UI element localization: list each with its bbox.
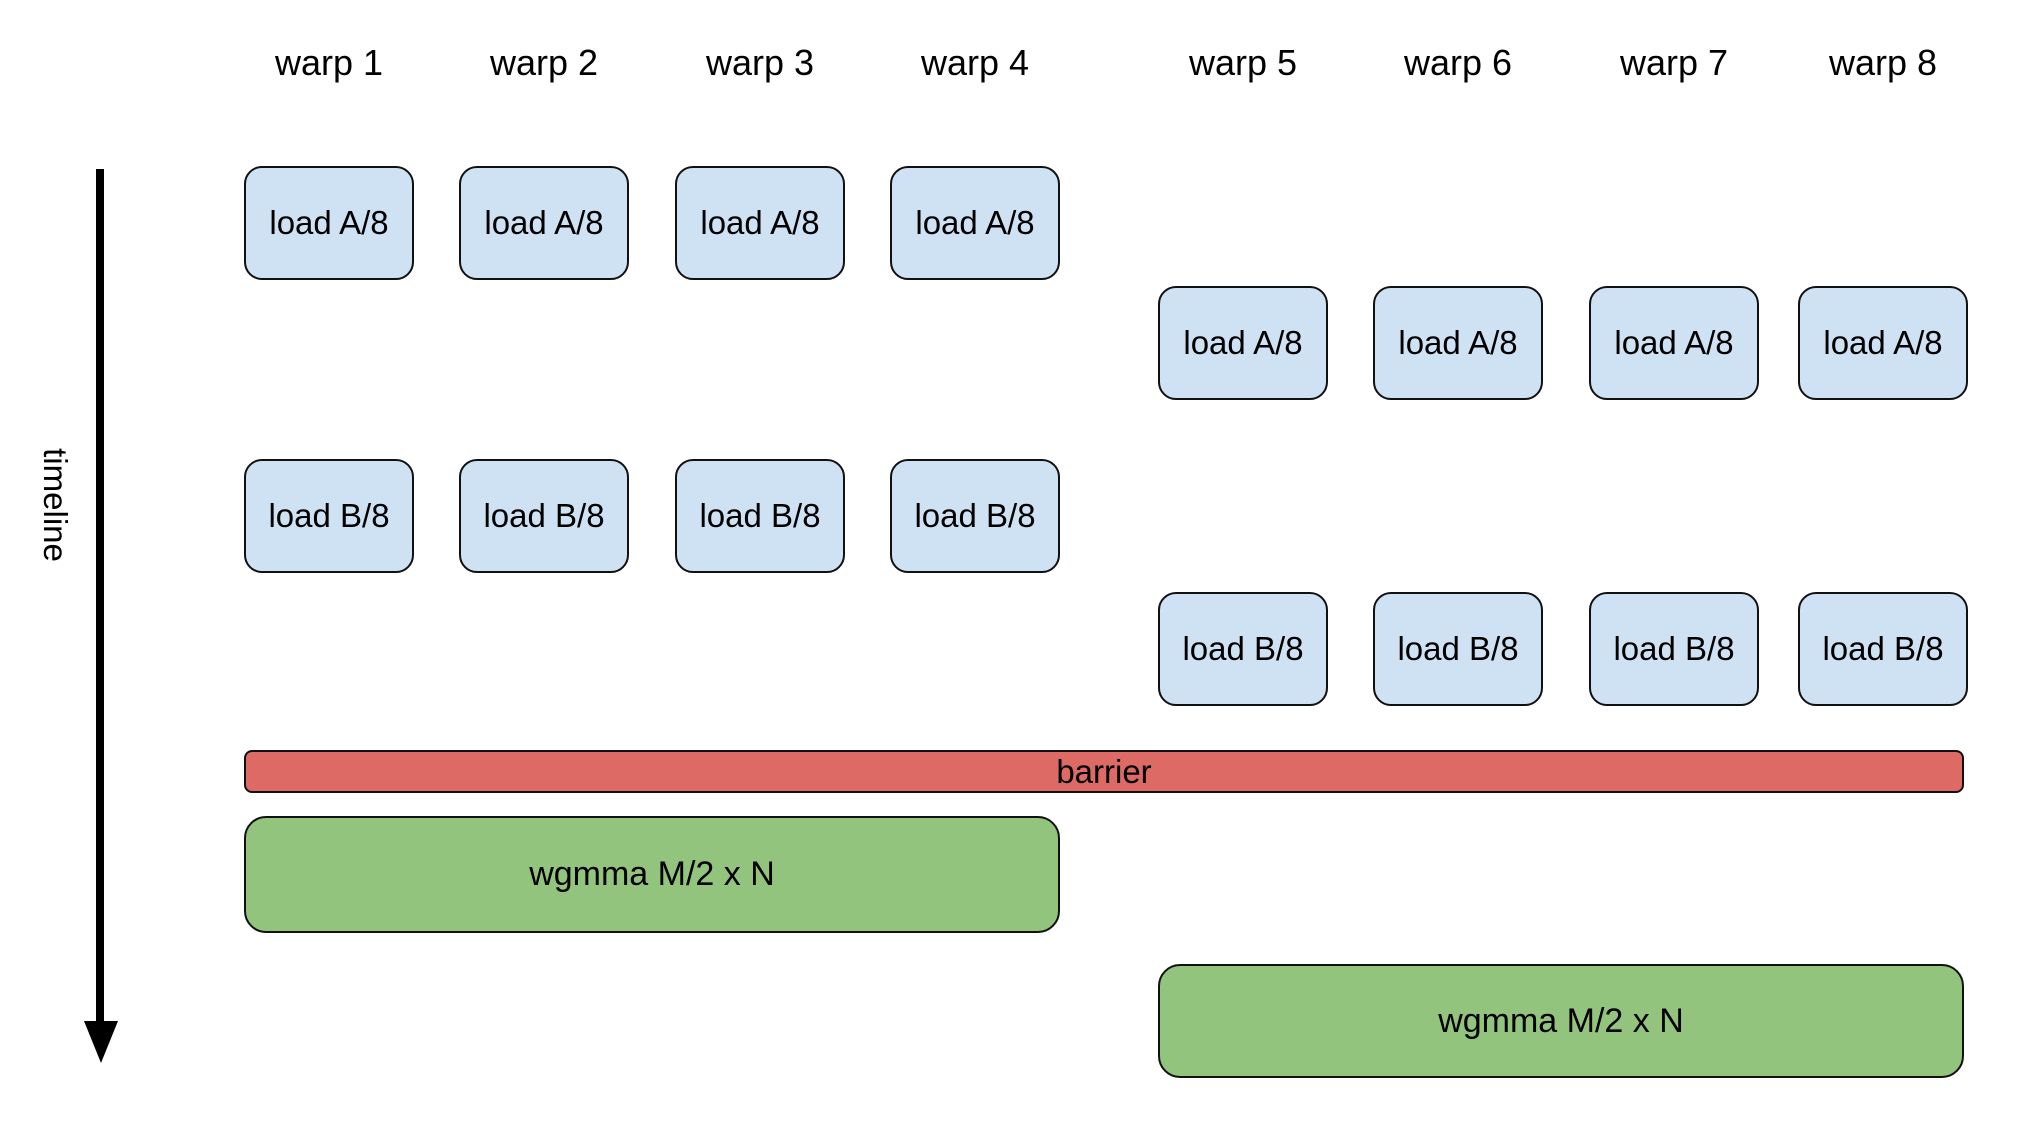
load-b-box-warp-1: load B/8 [244,459,414,573]
load-b-box-warp-4: load B/8 [890,459,1060,573]
barrier-bar: barrier [244,750,1964,793]
load-b-box-warp-5: load B/8 [1158,592,1328,706]
load-b-box-warp-6: load B/8 [1373,592,1543,706]
warp-column-header-5: warp 5 [1188,42,1298,83]
warp-column-header-3: warp 3 [705,42,815,83]
load-a-box-warp-1: load A/8 [244,166,414,280]
timeline-arrow-shaft [96,169,104,1029]
load-a-box-warp-2: load A/8 [459,166,629,280]
load-b-box-warp-7: load B/8 [1589,592,1759,706]
wgmma-bar-warps-1-4: wgmma M/2 x N [244,816,1060,933]
timeline-axis-label: timeline [37,448,74,562]
load-a-box-warp-7: load A/8 [1589,286,1759,400]
load-b-box-warp-8: load B/8 [1798,592,1968,706]
load-b-box-warp-3: load B/8 [675,459,845,573]
warp-column-header-8: warp 8 [1828,42,1938,83]
load-a-box-warp-5: load A/8 [1158,286,1328,400]
load-a-box-warp-8: load A/8 [1798,286,1968,400]
wgmma-bar-warps-5-8: wgmma M/2 x N [1158,964,1964,1078]
warp-column-header-4: warp 4 [920,42,1030,83]
warp-column-header-6: warp 6 [1403,42,1513,83]
warp-column-header-1: warp 1 [274,42,384,83]
warp-column-header-7: warp 7 [1619,42,1729,83]
load-a-box-warp-4: load A/8 [890,166,1060,280]
timeline-arrow-head-icon [84,1021,118,1063]
warp-column-header-2: warp 2 [489,42,599,83]
load-a-box-warp-3: load A/8 [675,166,845,280]
load-a-box-warp-6: load A/8 [1373,286,1543,400]
load-b-box-warp-2: load B/8 [459,459,629,573]
